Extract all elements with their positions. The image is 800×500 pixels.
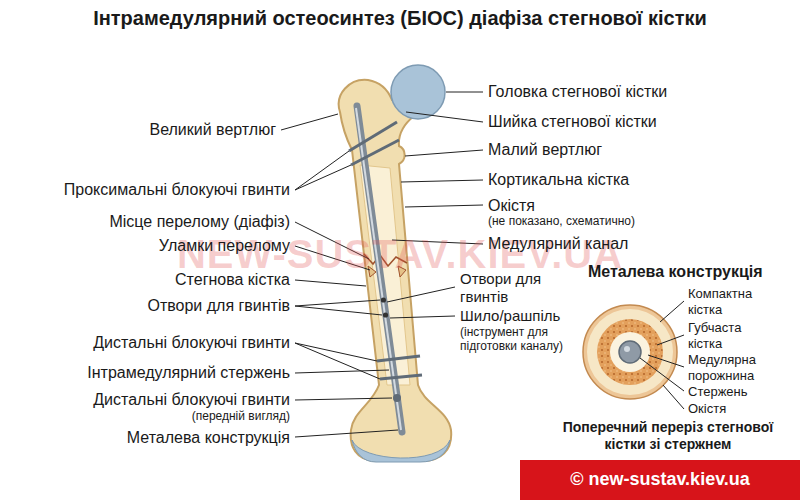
note-label: (передній вигляд) — [192, 409, 290, 423]
leader-line — [295, 151, 349, 190]
screw-hole — [381, 297, 386, 302]
distal-screw — [380, 375, 422, 379]
distal-screw — [377, 356, 420, 361]
part-label: Шило/рашпіль — [460, 307, 560, 325]
leader-line — [295, 430, 398, 437]
part-label: Місце перелому (діафіз) — [109, 212, 290, 231]
inset-heading: Металева конструкція — [588, 262, 763, 281]
part-label: Проксимальні блокуючі гвинти — [64, 180, 290, 199]
section-label: Губчаста кістка — [688, 320, 768, 351]
part-label: Дистальні блокуючі гвинти — [93, 333, 290, 352]
leader-line — [295, 280, 366, 286]
leader-line — [295, 165, 351, 190]
rod-highlight — [624, 346, 630, 352]
leader-line — [660, 301, 684, 322]
articular-cartilage — [352, 440, 450, 462]
part-label: Стегнова кістка — [175, 270, 290, 289]
section-label: Компактна кістка — [688, 286, 768, 317]
part-label: Уламки перелому — [159, 236, 290, 255]
part-label: Інтрамедулярний стержень — [87, 363, 290, 382]
leader-line — [295, 300, 380, 306]
part-label: Отвори для гвинтів — [147, 296, 290, 315]
leader-line — [648, 355, 684, 367]
diagram-title: Інтрамедулярний остеосинтез (БІОС) діафі… — [5, 6, 795, 30]
proximal-screw — [349, 122, 397, 151]
proximal-screw — [351, 140, 399, 165]
part-label: Кортикальна кістка — [488, 170, 629, 189]
medullary-cavity — [610, 332, 650, 372]
screw-hole — [383, 312, 388, 317]
leader-line — [295, 343, 380, 379]
leader-line — [401, 180, 483, 182]
part-label: Головка стегнової кістки — [488, 82, 667, 101]
leader-line — [405, 205, 483, 207]
part-label: Дистальні блокуючі гвинти — [93, 390, 290, 409]
copyright-bar: © new-sustav.kiev.ua — [520, 460, 800, 500]
leader-line — [390, 316, 455, 318]
part-label: Малий вертлюг — [488, 140, 602, 159]
leader-line — [295, 398, 392, 400]
part-label: Шийка стегнової кістки — [488, 112, 657, 131]
note-label: (інструмент для підготовки каналу) — [460, 325, 575, 354]
leader-line — [295, 343, 377, 361]
part-label: Медулярний канал — [488, 234, 628, 253]
part-label: Окістя — [488, 196, 535, 215]
femoral-head — [391, 65, 445, 119]
copyright-text: © new-sustav.kiev.ua — [570, 469, 750, 491]
leader-line — [640, 358, 684, 391]
leader-line — [295, 306, 382, 315]
leader-line — [663, 385, 684, 409]
leader-line — [405, 150, 483, 156]
part-label: Великий вертлюг — [149, 120, 276, 139]
section-label: Окістя — [688, 401, 726, 417]
leader-line — [406, 112, 483, 122]
leader-line — [387, 287, 455, 302]
inset-caption: Поперечний переріз стегнової кістки зі с… — [553, 419, 783, 453]
part-label: Металева конструкція — [127, 428, 290, 447]
section-label: Стержень — [688, 384, 748, 400]
spongy-bone-ring — [597, 319, 663, 385]
rod-section — [619, 341, 641, 363]
part-label: Отвори для гвинтів — [460, 270, 552, 306]
note-label: (не показано, схематично) — [488, 214, 635, 228]
leader-line — [281, 114, 338, 130]
leader-line — [657, 335, 684, 345]
anterior-screw — [393, 394, 401, 402]
section-label: Медулярна порожнина — [688, 352, 768, 383]
leader-line — [295, 370, 389, 373]
leader-line — [446, 92, 483, 93]
